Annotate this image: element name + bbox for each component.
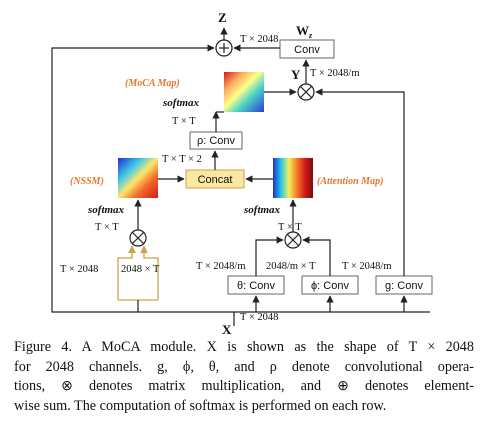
caption-line-3: tions, ⊗ denotes matrix multiplication, … xyxy=(14,378,474,394)
wire-left-input-b xyxy=(140,245,159,300)
conv-wz-label: Conv xyxy=(294,44,320,56)
wire-left-input-a xyxy=(117,245,136,300)
wire-theta-to-mult xyxy=(255,236,284,276)
label-x-dim: T × 2048 xyxy=(240,312,278,323)
caption-line-2: for 2048 channels. g, ϕ, θ, and ρ denote… xyxy=(14,358,474,375)
conv-wz-box xyxy=(279,39,335,59)
phi-conv-label: ϕ: Conv xyxy=(311,280,349,292)
label-theta-dim: T × 2048/m xyxy=(196,261,245,272)
theta-conv-label: θ: Conv xyxy=(237,280,275,292)
wire-residual xyxy=(51,44,228,313)
attention-map-heatmap xyxy=(273,158,313,198)
moca-diagram: Z Wz Conv T × 2048 Y T × 2048/m (MoCA Ma… xyxy=(51,10,433,336)
label-g-dim: T × 2048/m xyxy=(342,261,391,272)
label-y-dim: T × 2048/m xyxy=(310,68,359,79)
label-z: Z xyxy=(218,10,227,25)
multiply-node-y xyxy=(297,83,315,101)
label-tt2: T × T × 2 xyxy=(162,154,202,165)
figure-caption: Figure 4. A MoCA module. X is shown as t… xyxy=(14,338,474,416)
caption-line-4: wise sum. The computation of softmax is … xyxy=(14,397,387,414)
label-attention-map: (Attention Map) xyxy=(317,176,383,187)
label-nssm: (NSSM) xyxy=(70,176,104,187)
label-phi-dim: 2048/m × T xyxy=(266,261,316,272)
multiply-node-left xyxy=(129,229,147,247)
concat-label: Concat xyxy=(198,174,233,186)
label-x: X xyxy=(222,322,232,336)
rho-conv-label: ρ: Conv xyxy=(197,135,236,147)
g-conv-label: g: Conv xyxy=(385,280,423,292)
label-z-dim: T × 2048 xyxy=(240,34,278,45)
moca-map-heatmap xyxy=(224,72,264,112)
label-y: Y xyxy=(291,67,301,82)
multiply-node-right xyxy=(284,231,302,249)
wire-phi-to-mult xyxy=(302,236,331,276)
label-left-a: T × 2048 xyxy=(60,264,98,275)
nssm-heatmap xyxy=(118,158,158,198)
label-wz: Wz xyxy=(296,23,313,40)
label-tt-left: T × T xyxy=(95,222,119,233)
label-softmax-right: softmax xyxy=(243,204,281,216)
label-moca-map: (MoCA Map) xyxy=(125,78,180,89)
label-softmax-left: softmax xyxy=(87,204,125,216)
sum-node xyxy=(215,39,233,57)
wire-g-to-mult xyxy=(315,88,405,276)
label-left-b: 2048 × T xyxy=(121,264,160,275)
caption-line-1: Figure 4. A MoCA module. X is shown as t… xyxy=(14,339,474,355)
label-softmax-top: softmax xyxy=(162,97,200,109)
label-tt-top: T × T xyxy=(172,116,196,127)
label-tt-right: T × T xyxy=(278,222,302,233)
